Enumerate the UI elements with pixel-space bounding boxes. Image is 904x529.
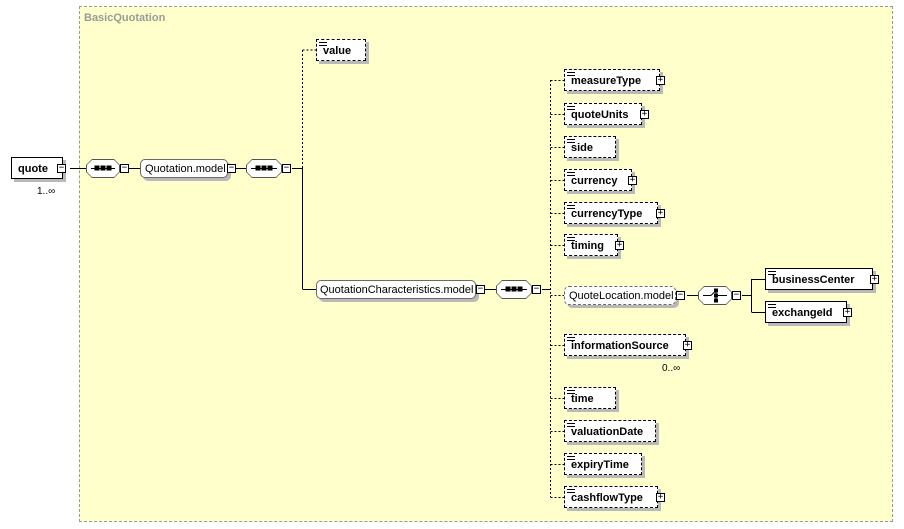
plus-icon[interactable]: +: [683, 340, 692, 350]
value-element[interactable]: value: [316, 39, 366, 61]
element-label: currencyType: [571, 208, 643, 220]
currency-element[interactable]: currency: [564, 169, 632, 191]
value-label: value: [323, 45, 352, 57]
quote-label: quote: [18, 163, 48, 175]
collapse-icon[interactable]: −: [282, 163, 291, 173]
location-model-label: QuoteLocation.model: [569, 290, 674, 302]
group-title: BasicQuotation: [84, 12, 166, 24]
element-label: timing: [571, 240, 604, 252]
element-label: measureType: [571, 75, 642, 87]
quote-units-element[interactable]: quoteUnits: [564, 103, 642, 125]
collapse-icon[interactable]: −: [676, 290, 685, 300]
quotation-model-group[interactable]: Quotation.model: [140, 159, 228, 178]
plus-icon[interactable]: +: [656, 492, 665, 502]
element-label: exchangeId: [772, 307, 833, 319]
plus-icon[interactable]: +: [615, 240, 624, 250]
collapse-icon[interactable]: −: [732, 290, 741, 300]
quote-cardinality: 1..∞: [37, 186, 56, 197]
exchange-id-element[interactable]: exchangeId: [765, 301, 847, 323]
quotation-model-label: Quotation.model: [145, 163, 226, 175]
business-center-element[interactable]: businessCenter: [765, 268, 873, 290]
plus-icon[interactable]: +: [870, 274, 879, 284]
valuation-date-element[interactable]: valuationDate: [564, 420, 656, 442]
plus-icon[interactable]: +: [640, 109, 649, 119]
element-label: cashflowType: [571, 492, 643, 504]
collapse-icon[interactable]: −: [120, 163, 129, 173]
currency-type-element[interactable]: currencyType: [564, 202, 658, 224]
information-source-cardinality: 0..∞: [662, 363, 681, 374]
plus-icon[interactable]: +: [628, 175, 637, 185]
measure-type-element[interactable]: measureType: [564, 69, 660, 91]
quotation-characteristics-model-group[interactable]: QuotationCharacteristics.model: [316, 280, 476, 299]
quote-element[interactable]: quote: [11, 157, 63, 179]
characteristics-model-label: QuotationCharacteristics.model: [320, 284, 474, 296]
element-label: expiryTime: [571, 459, 629, 471]
collapse-icon[interactable]: −: [227, 163, 236, 173]
element-label: valuationDate: [571, 426, 644, 438]
element-label: informationSource: [571, 340, 669, 352]
cashflow-type-element[interactable]: cashflowType: [564, 486, 658, 508]
element-label: side: [571, 142, 594, 154]
element-label: quoteUnits: [571, 109, 629, 121]
plus-icon[interactable]: +: [656, 75, 665, 85]
plus-icon[interactable]: +: [656, 208, 665, 218]
element-label: businessCenter: [772, 274, 855, 286]
element-label: currency: [571, 175, 618, 187]
collapse-icon[interactable]: −: [476, 284, 485, 294]
side-element[interactable]: side: [564, 136, 616, 158]
information-source-element[interactable]: informationSource: [564, 334, 686, 356]
basic-quotation-group: [79, 6, 893, 522]
quote-location-model-group[interactable]: QuoteLocation.model: [564, 286, 676, 305]
collapse-icon[interactable]: −: [532, 284, 541, 294]
element-label: time: [571, 393, 594, 405]
collapse-icon[interactable]: −: [57, 163, 66, 173]
plus-icon[interactable]: +: [843, 307, 852, 317]
expiry-time-element[interactable]: expiryTime: [564, 453, 642, 475]
time-element[interactable]: time: [564, 387, 616, 409]
